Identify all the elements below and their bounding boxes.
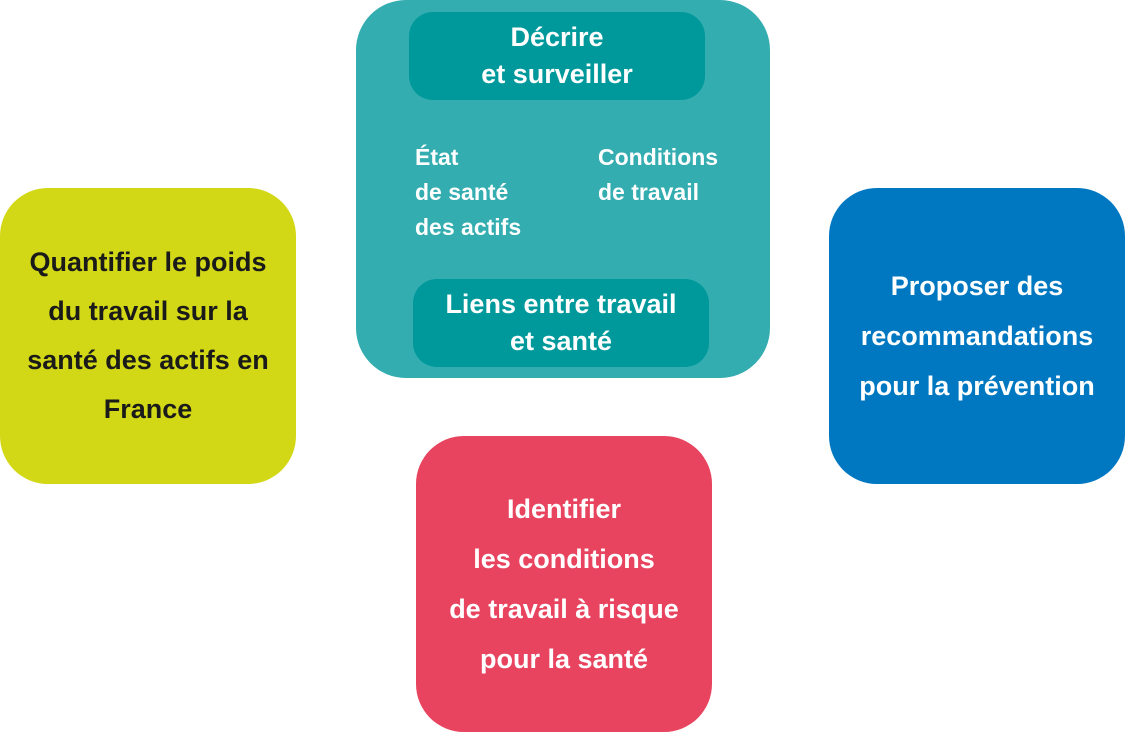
work-conditions-label: Conditions de travail [598,144,719,205]
health-status-label: État de santé des actifs [415,144,522,240]
describe-monitor-header: Décrire et surveiller [409,12,705,100]
describe-monitor-box: Décrire et surveiller État de santé des … [356,0,770,378]
describe-monitor-label: Décrire et surveiller [481,22,633,89]
quantify-label: Quantifier le poids du travail sur la sa… [27,247,269,424]
work-health-links-footer: Liens entre travail et santé [413,279,709,367]
work-health-links-label: Liens entre travail et santé [445,289,677,356]
recommendations-box: Proposer des recommandations pour la pré… [829,188,1125,484]
identify-risks-label: Identifier les conditions de travail à r… [449,494,679,674]
recommendations-label: Proposer des recommandations pour la pré… [859,271,1095,401]
quantify-box: Quantifier le poids du travail sur la sa… [0,188,296,484]
identify-risks-box: Identifier les conditions de travail à r… [416,436,712,732]
